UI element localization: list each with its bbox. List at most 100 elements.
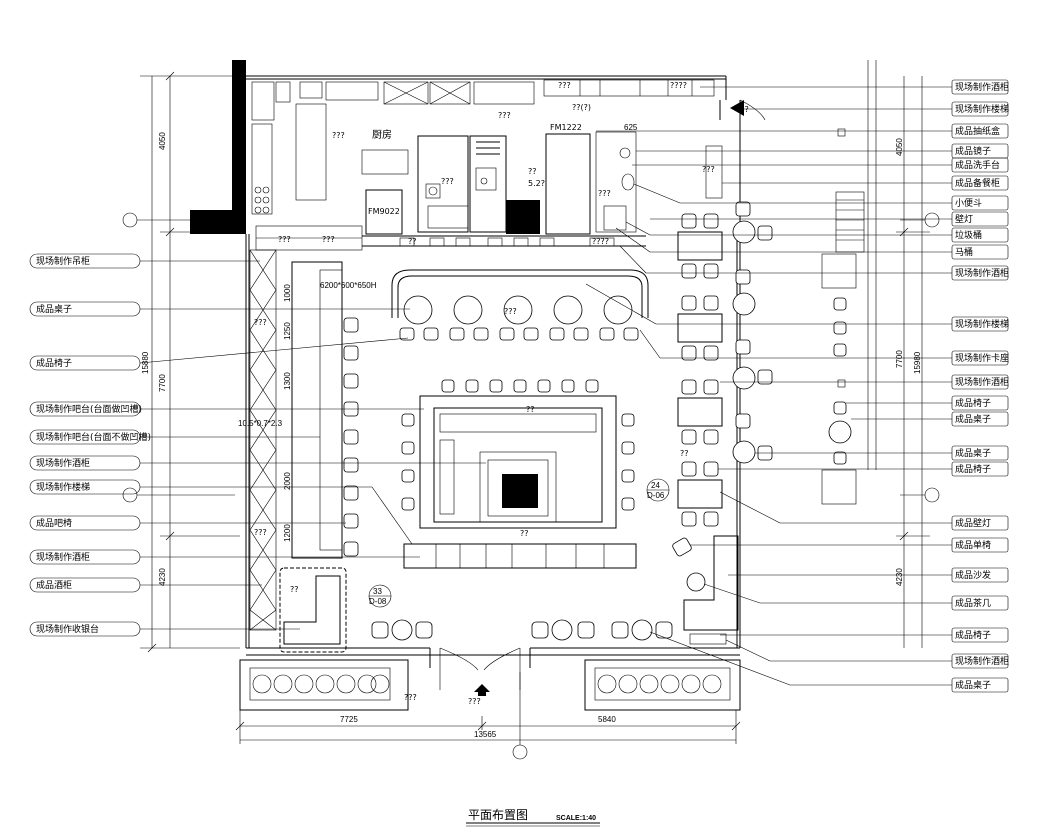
svg-text:成品沙发: 成品沙发	[955, 569, 991, 581]
bottom-dimension-lines: 7725 5840 13565	[235, 672, 741, 760]
callout-right-10: 马桶	[615, 227, 1009, 260]
callout-left-6: 现场制作酒柜	[29, 455, 486, 471]
svg-text:现场制作吊柜: 现场制作吊柜	[36, 255, 90, 267]
svg-text:成品壁灯: 成品壁灯	[955, 517, 991, 529]
dim-right-top: 4050	[895, 138, 904, 156]
callout-left-7: 现场制作楼梯	[29, 479, 413, 545]
central-bar: ?? ??	[401, 379, 637, 569]
callout-right-13: 现场制作卡座	[639, 329, 1009, 366]
right-seating: ??	[672, 191, 865, 645]
table-label: ???	[504, 307, 517, 316]
left-callouts: 现场制作吊柜 成品桌子 成品椅子 现场制作吧台(台面做凹槽) 现场制作吧台(台面…	[29, 253, 486, 637]
svg-text:现场制作吧台(台面做凹槽): 现场制作吧台(台面做凹槽)	[36, 403, 142, 415]
dim-left-bottom: 4230	[158, 568, 167, 586]
room-label-5: ???	[441, 177, 454, 186]
kitchen-area: 厨房 ??? ??? ?? 5.2? ??? ??? ??? ??? FM902…	[251, 79, 846, 251]
svg-text:现场制作酒柜: 现场制作酒柜	[955, 376, 1009, 388]
callout-left-11: 现场制作收银台	[29, 621, 300, 637]
left-side-label: ???	[404, 693, 417, 702]
callout-left-4: 现场制作吧台(台面做凹槽)	[29, 401, 424, 417]
entrance-label: ???	[468, 697, 481, 706]
callout-right-25: 成品桌子	[649, 631, 1009, 693]
dim-left-top: 4050	[158, 132, 167, 150]
callout-right-3: 成品抽纸盒	[596, 123, 1009, 139]
callout-left-5: 现场制作吧台(台面不做凹槽)	[29, 429, 320, 445]
svg-text:成品椅子: 成品椅子	[955, 463, 991, 475]
room-label-4: 5.2?	[528, 179, 545, 188]
bar-seg-5: 1200	[283, 524, 292, 542]
svg-text:现场制作收银台: 现场制作收银台	[36, 623, 99, 635]
svg-text:成品椅子: 成品椅子	[36, 357, 72, 369]
svg-text:成品酒柜: 成品酒柜	[36, 579, 72, 591]
room-label-2: ???	[498, 111, 511, 120]
cashier-counter: ??	[279, 567, 347, 653]
callout-right-11: 现场制作酒柜	[619, 245, 1009, 281]
drawing-title: 平面布置图 SCALE:1:40	[466, 808, 600, 827]
equip-tag-6: ????	[592, 237, 609, 246]
callout-right-24: 现场制作酒柜	[725, 639, 1009, 669]
svg-text:成品桌子: 成品桌子	[955, 679, 991, 691]
bar-seg-3: 1300	[283, 372, 292, 390]
callout-left-2: 成品桌子	[29, 301, 410, 317]
shelf-label-2: ???	[254, 528, 267, 537]
equip-tag-3: ???	[736, 105, 749, 114]
callout-right-22: 成品茶几	[703, 583, 1009, 611]
section-tag-1-sheet: D-08	[369, 597, 387, 606]
outer-walls	[190, 60, 741, 711]
callout-right-14: 现场制作酒柜	[720, 374, 1009, 390]
svg-text:现场制作酒柜: 现场制作酒柜	[955, 267, 1009, 279]
dim-right-mid: 7700	[895, 350, 904, 368]
callout-left-10: 成品酒柜	[29, 577, 262, 593]
svg-text:现场制作酒柜: 现场制作酒柜	[36, 457, 90, 469]
side-note: 10.5*0.7*2.3	[238, 419, 283, 428]
callout-right-1: 现场制作酒柜	[700, 79, 1009, 95]
callout-left-8: 成品吧椅	[29, 515, 346, 531]
room-label-7: ???	[558, 81, 571, 90]
svg-text:成品吧椅: 成品吧椅	[36, 517, 72, 529]
bar-seg-2: 1250	[283, 322, 292, 340]
svg-text:现场制作吧台(台面不做凹槽): 现场制作吧台(台面不做凹槽)	[36, 431, 151, 443]
section-tags: 33 D-08 24 D-06	[368, 478, 670, 608]
callout-right-7: 小便斗	[633, 183, 1009, 211]
callout-right-2: 现场制作楼梯	[744, 101, 1009, 117]
central-top-label: ??	[526, 405, 535, 414]
svg-text:成品桌子: 成品桌子	[955, 447, 991, 459]
callout-right-21: 成品沙发	[728, 567, 1009, 583]
svg-text:成品椅子: 成品椅子	[955, 629, 991, 641]
left-bar-counter: 6200*600*650H 1000 1250 1300 2000 1200 1…	[238, 261, 377, 559]
svg-text:成品单椅: 成品单椅	[955, 539, 991, 551]
callout-right-4: 成品镜子	[636, 143, 1009, 159]
section-tag-2-sheet: D-06	[647, 491, 665, 500]
right-callouts: 现场制作酒柜 现场制作楼梯 成品抽纸盒 成品镜子 成品洗手台 成品备餐柜 小便斗…	[585, 79, 1009, 693]
room-label-6: ???	[598, 189, 611, 198]
callout-left-3: 成品椅子	[29, 337, 409, 371]
svg-text:成品备餐柜: 成品备餐柜	[955, 177, 1000, 189]
callout-right-23: 成品椅子	[720, 627, 1009, 643]
callout-right-12: 现场制作楼梯	[585, 283, 1009, 332]
dim-bottom-left: 7725	[340, 715, 358, 724]
bottom-tables	[371, 619, 673, 641]
callout-left-9: 现场制作酒柜	[29, 549, 420, 565]
svg-text:马桶: 马桶	[955, 246, 973, 258]
callout-right-5: 成品洗手台	[632, 157, 1009, 173]
svg-text:成品桌子: 成品桌子	[955, 413, 991, 425]
svg-text:现场制作卡座: 现场制作卡座	[955, 352, 1009, 364]
callout-right-15: 成品椅子	[846, 395, 1009, 411]
svg-text:成品镜子: 成品镜子	[955, 145, 991, 157]
section-tag-2-num: 24	[651, 481, 660, 490]
svg-text:成品桌子: 成品桌子	[36, 303, 72, 315]
door-tag-3: ??(?)	[572, 103, 591, 112]
svg-text:现场制作楼梯: 现场制作楼梯	[36, 481, 90, 493]
svg-text:现场制作酒柜: 现场制作酒柜	[955, 81, 1009, 93]
section-tag-1-num: 33	[373, 587, 382, 596]
equip-tag-2: ????	[670, 81, 687, 90]
callout-right-6: 成品备餐柜	[722, 175, 1009, 191]
central-bar-label: ??	[520, 529, 529, 538]
callout-right-8: 壁灯	[650, 211, 1009, 227]
dim-bottom-right: 5840	[598, 715, 616, 724]
room-label-3: ??	[528, 167, 537, 176]
callout-right-9: 垃圾桶	[625, 221, 1009, 243]
planters	[252, 674, 722, 694]
dim-left-mid: 7700	[158, 374, 167, 392]
callout-right-16: 成品桌子	[851, 411, 1009, 427]
